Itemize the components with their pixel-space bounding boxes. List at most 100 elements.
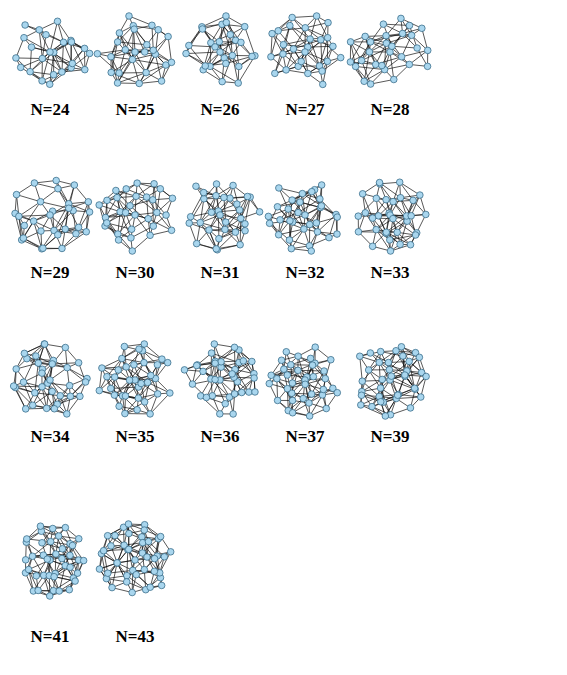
bond-line (16, 369, 35, 393)
atom-dot (406, 22, 413, 29)
atom-dot (111, 374, 118, 381)
atom-dot (302, 24, 309, 31)
atom-dot (59, 69, 66, 76)
atom-dot (13, 191, 20, 198)
atom-dot (111, 392, 118, 399)
cluster-drawing (96, 341, 173, 418)
atom-dot (295, 367, 302, 374)
atom-dot (313, 220, 320, 227)
atom-dot (55, 185, 62, 192)
atom-dot (223, 19, 230, 26)
bond-line (317, 214, 336, 231)
atom-dot (376, 179, 383, 186)
bond-line (200, 196, 216, 223)
atom-dot (20, 235, 27, 242)
atom-dot (186, 42, 193, 49)
atom-dot (269, 30, 276, 37)
atom-dot (141, 49, 148, 56)
atom-dot (116, 70, 123, 77)
atom-dot (280, 41, 287, 48)
bond-line (119, 72, 146, 73)
atom-dot (242, 227, 249, 234)
atom-dot (39, 370, 46, 377)
atom-dot (65, 205, 72, 212)
atom-dot (362, 210, 369, 217)
bond-line (125, 49, 153, 50)
atom-dot (297, 199, 304, 206)
atom-dot (274, 375, 281, 382)
atom-dot (193, 362, 200, 369)
atom-dot (369, 215, 376, 222)
atom-dot (272, 70, 279, 77)
atom-dot (138, 380, 145, 387)
cluster-drawing (266, 344, 341, 419)
atom-dot (141, 359, 148, 366)
atom-dot (323, 405, 330, 412)
atom-dot (20, 379, 27, 386)
atom-dot (122, 393, 129, 400)
atom-dot (227, 195, 234, 202)
atom-dot (307, 355, 314, 362)
atom-dot (365, 367, 372, 374)
atom-dot (99, 365, 106, 372)
atom-dot (276, 185, 283, 192)
atom-dot (216, 235, 223, 242)
atom-dot (187, 213, 194, 220)
atom-dot (373, 195, 380, 202)
atom-dot (284, 385, 291, 392)
atom-dot (274, 397, 281, 404)
bond-line (21, 67, 42, 80)
atom-dot (208, 209, 215, 216)
atom-dot (309, 362, 316, 369)
atom-dot (163, 212, 170, 219)
atom-dot (358, 57, 365, 64)
atom-dot (397, 241, 404, 248)
atom-dot (143, 194, 150, 201)
atom-dot (154, 391, 161, 398)
atom-dot (383, 32, 390, 39)
cluster-drawing (94, 13, 175, 87)
atom-dot (422, 211, 429, 218)
atom-dot (334, 214, 341, 221)
atom-dot (126, 13, 133, 20)
atom-dot (325, 19, 332, 26)
atom-dot (380, 21, 387, 28)
atom-dot (22, 406, 29, 413)
bond-line (235, 370, 249, 393)
atom-dot (147, 232, 154, 239)
atom-dot (131, 361, 138, 368)
atom-dot (154, 209, 161, 216)
bond-line (275, 45, 284, 74)
atom-dot (134, 407, 141, 414)
atom-dot (412, 232, 419, 239)
atom-dot (83, 229, 90, 236)
atom-dot (230, 182, 237, 189)
atom-dot (33, 353, 40, 360)
atom-dot (308, 391, 315, 398)
atom-dot (217, 411, 224, 418)
atom-dot (240, 358, 247, 365)
atom-dot (288, 361, 295, 368)
atom-dot (424, 47, 431, 54)
atom-dot (417, 192, 424, 199)
bond-line (385, 64, 410, 69)
atom-dot (10, 383, 17, 390)
atom-dot (143, 69, 150, 76)
atom-dot (383, 229, 390, 236)
bond-line (240, 218, 242, 244)
atom-dot (144, 41, 151, 48)
atom-dot (213, 181, 220, 188)
atom-dot (114, 39, 121, 46)
atom-dot (223, 13, 230, 20)
bond-line (298, 39, 310, 66)
cluster-drawing (268, 13, 344, 88)
atom-dot (115, 237, 122, 244)
atom-dot (399, 30, 406, 37)
bond-line (62, 48, 85, 72)
bond-line (19, 202, 41, 217)
atom-dot (222, 226, 229, 233)
atom-dot (300, 395, 307, 402)
atom-dot (369, 403, 376, 410)
atom-dot (157, 185, 164, 192)
